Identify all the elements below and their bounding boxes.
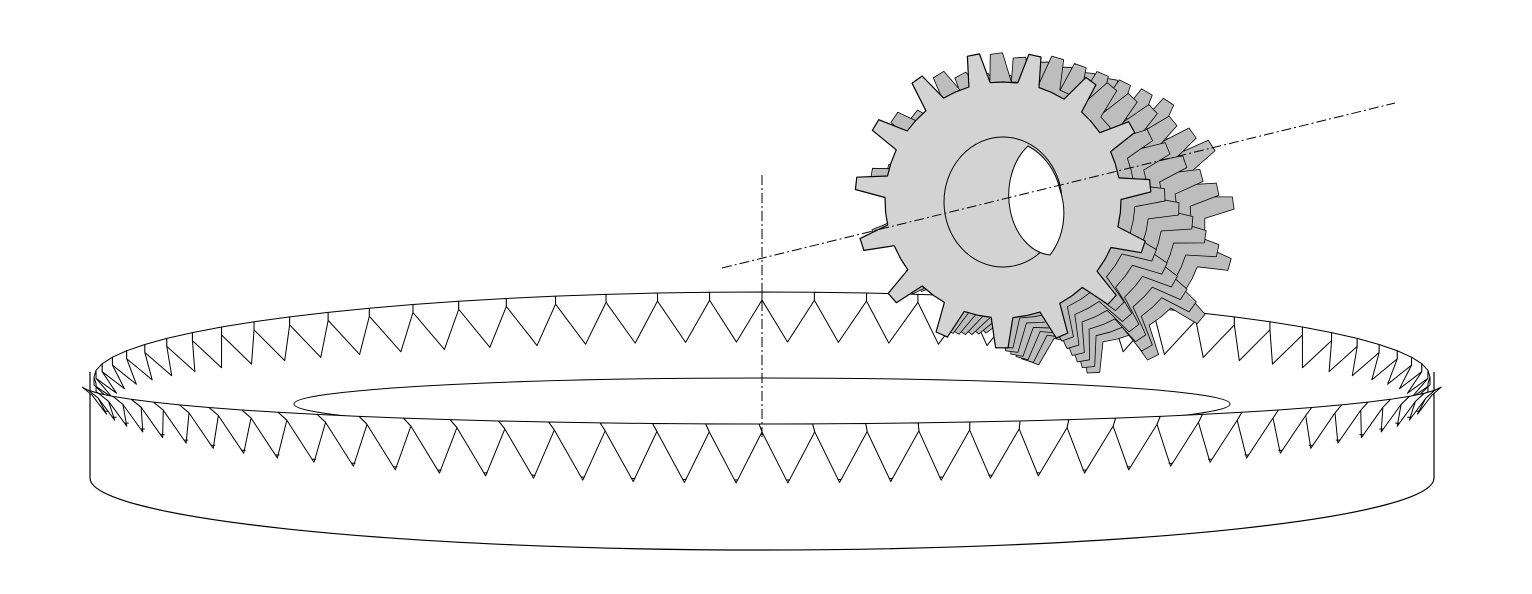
helical-pinion	[854, 52, 1235, 374]
ring-tooth-back	[191, 326, 223, 369]
ring-tooth-front	[130, 398, 164, 439]
ring-tooth-back	[253, 316, 291, 362]
ring-tooth-front	[497, 420, 555, 479]
ring-tooth-back	[368, 304, 414, 353]
ring-tooth-back	[93, 376, 114, 403]
ring-tooth-front	[969, 420, 1021, 479]
ring-tooth-front	[1236, 409, 1279, 459]
ring-tooth-back	[221, 321, 255, 365]
ring-tooth-front	[402, 417, 458, 474]
ring-tooth-back	[1269, 321, 1303, 365]
ring-tooth-front	[358, 415, 412, 471]
ring-tooth-back	[813, 291, 867, 343]
ring-tooth-back	[1399, 356, 1423, 390]
ring-tooth-back	[1233, 316, 1271, 362]
ring-tooth-front	[98, 392, 128, 427]
ring-tooth-front	[112, 395, 144, 433]
ring-tooth-back	[709, 291, 763, 343]
ring-tooth-front	[1272, 407, 1313, 454]
ring-tooth-back	[555, 293, 607, 345]
ring-tooth-back	[1406, 363, 1429, 394]
ring-tooth-back	[111, 350, 137, 385]
ring-tooth-back	[412, 300, 460, 350]
ring-tooth-front	[758, 423, 816, 484]
ring-tooth-back	[1387, 350, 1413, 385]
ring-tooth-front	[865, 422, 920, 483]
ring-tooth-front	[208, 407, 252, 454]
ring-tooth-back	[144, 337, 173, 377]
ring-tooth-back	[1410, 369, 1431, 399]
ring-tooth-back	[1328, 332, 1358, 373]
ring-tooth-back	[95, 363, 118, 394]
ring-tooth-back	[166, 332, 196, 373]
ring-tooth-front	[1197, 411, 1243, 463]
ring-tooth-front	[449, 419, 506, 477]
ring-tooth-back	[1351, 337, 1380, 377]
ring-tooth-front	[651, 423, 710, 483]
ring-tooth-back	[865, 292, 919, 344]
ring-tooth-front	[1380, 395, 1410, 433]
ring-tooth-front	[1334, 401, 1369, 444]
ring-tooth-front	[316, 413, 368, 467]
ring-tooth-front	[178, 404, 219, 449]
ring-tooth-back	[327, 307, 370, 355]
ring-tooth-back	[505, 295, 557, 347]
ring-tooth-back	[289, 311, 329, 358]
pinion-bore-opening	[1008, 145, 1065, 256]
ring-tooth-front	[241, 409, 288, 459]
ring-gear-back-teeth	[93, 291, 1431, 403]
ring-tooth-front	[705, 423, 763, 484]
ring-tooth-front	[812, 423, 868, 483]
ring-tooth-back	[1301, 326, 1333, 369]
ring-tooth-front	[81, 386, 108, 415]
ring-gear-front-teeth	[81, 386, 1442, 484]
ring-tooth-front	[1305, 404, 1343, 449]
ring-tooth-back	[1195, 311, 1235, 358]
ring-tooth-back	[657, 291, 711, 343]
ring-tooth-front	[599, 422, 658, 483]
ring-tooth-front	[152, 401, 190, 444]
ring-tooth-front	[1360, 398, 1392, 439]
ring-tooth-back	[458, 297, 507, 348]
ring-tooth-front	[1066, 417, 1117, 474]
ring-tooth-back	[101, 356, 125, 390]
ring-tooth-back	[126, 343, 153, 381]
ring-tooth-back	[605, 292, 659, 344]
ring-tooth-back	[1371, 343, 1398, 381]
ring-tooth-back	[761, 291, 815, 343]
ring-tooth-front	[1112, 415, 1161, 471]
pinion-axis-line	[721, 102, 1396, 269]
ring-tooth-front	[277, 411, 327, 463]
ring-outer-rim	[89, 372, 1435, 551]
ring-tooth-front	[1156, 413, 1203, 467]
ring-tooth-front	[87, 389, 116, 421]
ring-tooth-front	[1408, 389, 1436, 421]
ring-tooth-front	[1018, 419, 1070, 477]
pinion-axis-line	[721, 102, 1396, 269]
ring-tooth-front	[548, 421, 606, 481]
ring-tooth-front	[917, 421, 971, 481]
ring-tooth-front	[1396, 392, 1425, 427]
ring-tooth-front	[1416, 386, 1442, 415]
